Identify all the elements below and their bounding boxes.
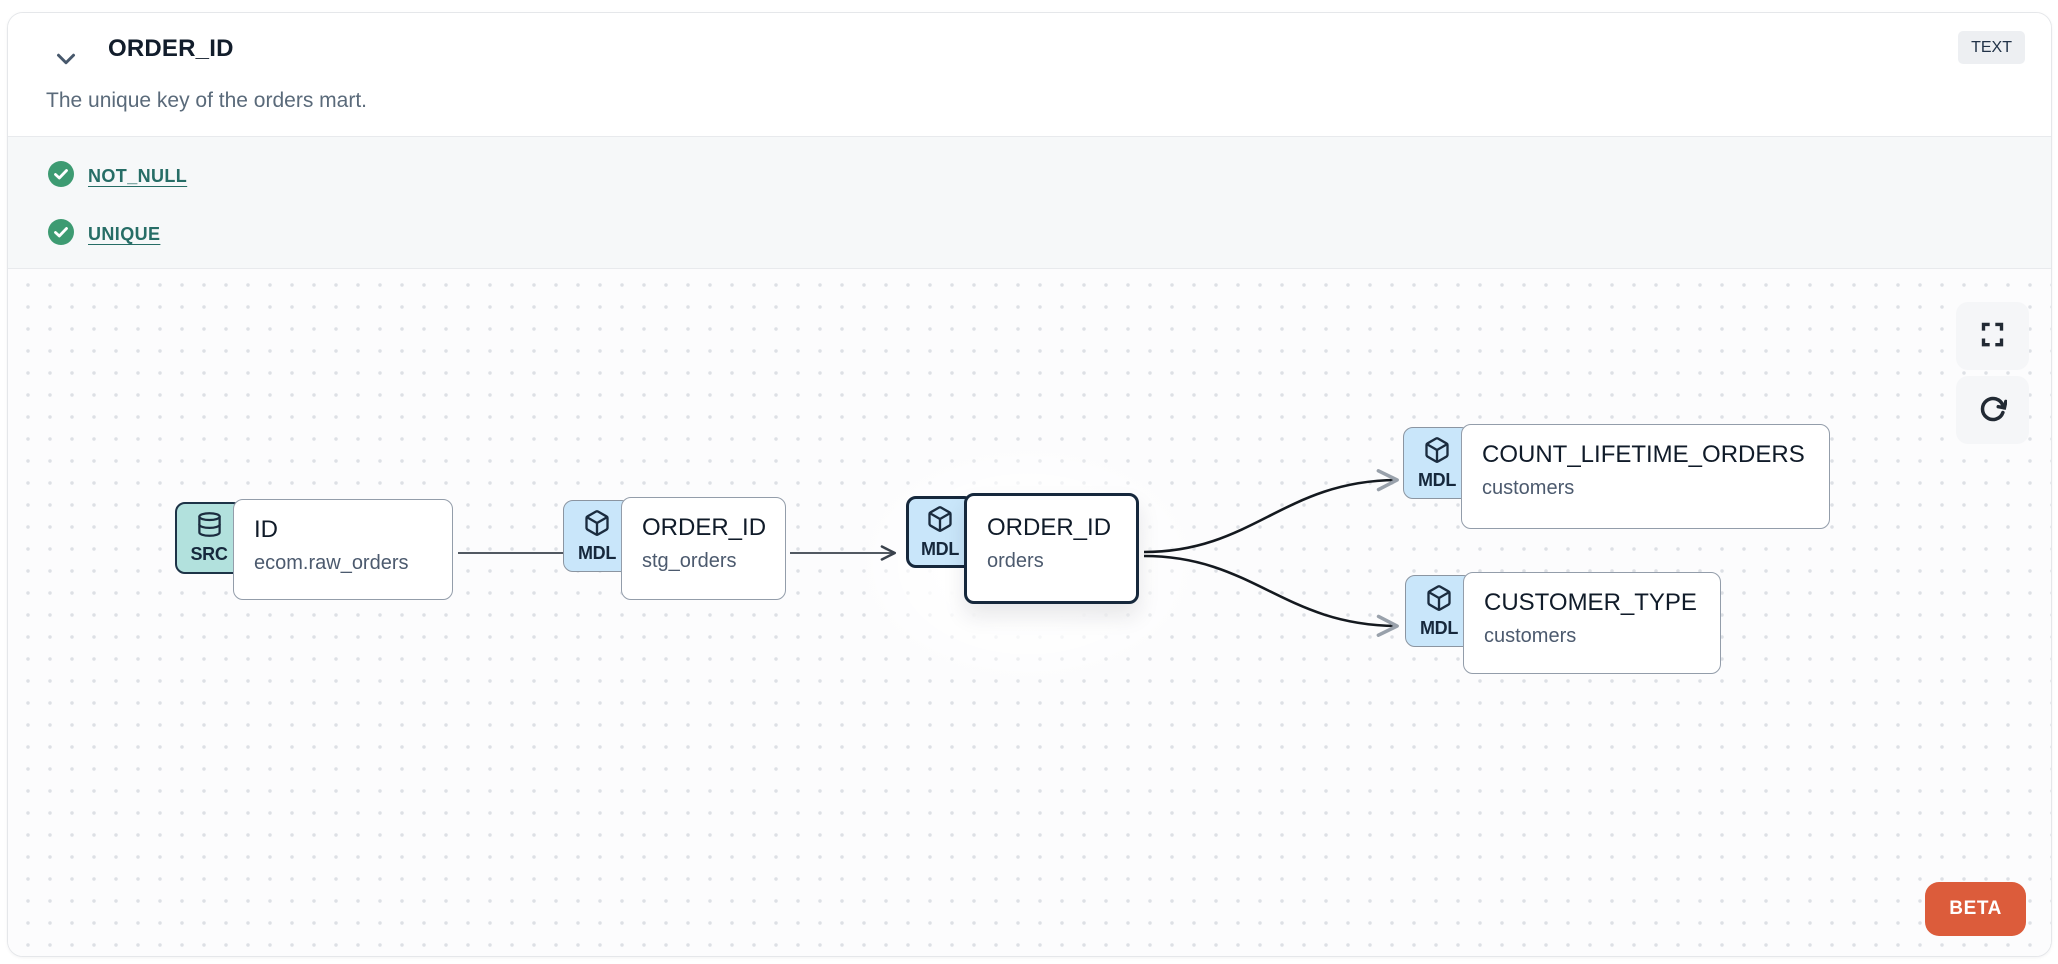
header: ORDER_ID TEXT The unique key of the orde… xyxy=(8,13,2051,136)
fullscreen-icon xyxy=(1979,321,2006,351)
lineage-edges xyxy=(458,469,1399,637)
cube-icon xyxy=(1423,436,1451,469)
check-circle-icon xyxy=(48,160,74,192)
node-subtitle: customers xyxy=(1482,477,1575,499)
test-row: NOT_NULL xyxy=(48,158,2051,194)
badge-label: MDL xyxy=(920,538,960,559)
node-subtitle: stg_orders xyxy=(642,550,737,572)
edge-orders-to-customer-type xyxy=(1143,554,1399,637)
cube-icon xyxy=(926,505,954,538)
beta-badge: BETA xyxy=(1925,882,2026,936)
canvas-controls xyxy=(1956,302,2029,444)
lineage-node-count-lifetime-orders[interactable]: MDL COUNT_LIFETIME_ORDERS customers xyxy=(1403,424,1830,529)
node-card: COUNT_LIFETIME_ORDERS customers xyxy=(1461,424,1830,529)
fullscreen-button[interactable] xyxy=(1956,302,2029,370)
node-title: CUSTOMER_TYPE xyxy=(1484,589,1697,616)
column-title: ORDER_ID xyxy=(108,35,234,62)
mdl-badge: MDL xyxy=(1403,427,1471,499)
node-title: COUNT_LIFETIME_ORDERS xyxy=(1482,441,1805,468)
edge-orders-to-count-lifetime-orders xyxy=(1143,469,1399,554)
test-link-not-null[interactable]: NOT_NULL xyxy=(88,165,188,186)
database-icon xyxy=(196,511,223,543)
lineage-canvas[interactable]: SRC ID ecom.raw_orders MDL ORDER_ID stg_… xyxy=(8,269,2051,956)
test-link-unique[interactable]: UNIQUE xyxy=(88,223,161,244)
collapse-chevron-down-icon[interactable] xyxy=(48,41,84,77)
badge-label: MDL xyxy=(1417,469,1457,490)
badge-label: MDL xyxy=(1419,617,1459,638)
node-subtitle: orders xyxy=(987,550,1044,572)
cube-icon xyxy=(1425,584,1453,617)
node-title: ORDER_ID xyxy=(987,514,1112,541)
badge-label: SRC xyxy=(190,544,228,564)
lineage-node-customer-type[interactable]: MDL CUSTOMER_TYPE customers xyxy=(1405,572,1721,674)
check-circle-icon xyxy=(48,218,74,250)
badge-label: MDL xyxy=(577,542,617,563)
tests-section: NOT_NULL UNIQUE xyxy=(8,136,2051,269)
lineage-node-stg-orders[interactable]: MDL ORDER_ID stg_orders xyxy=(563,497,786,600)
test-row: UNIQUE xyxy=(48,216,2051,252)
mdl-badge: MDL xyxy=(906,496,974,568)
src-badge: SRC xyxy=(175,502,243,574)
data-type-badge: TEXT xyxy=(1958,31,2025,64)
node-title: ORDER_ID xyxy=(642,514,767,541)
node-card: ID ecom.raw_orders xyxy=(233,499,453,600)
column-details-panel: ORDER_ID TEXT The unique key of the orde… xyxy=(7,12,2052,957)
lineage-node-orders-selected[interactable]: MDL ORDER_ID orders xyxy=(906,493,1139,604)
node-card: CUSTOMER_TYPE customers xyxy=(1463,572,1721,674)
node-card: ORDER_ID orders xyxy=(964,493,1139,604)
node-subtitle: customers xyxy=(1484,625,1577,647)
node-subtitle: ecom.raw_orders xyxy=(254,552,409,574)
column-description: The unique key of the orders mart. xyxy=(46,89,367,112)
refresh-icon xyxy=(1979,395,2008,426)
node-title: ID xyxy=(254,516,278,543)
lineage-node-source-id[interactable]: SRC ID ecom.raw_orders xyxy=(175,499,453,600)
refresh-button[interactable] xyxy=(1956,376,2029,444)
cube-icon xyxy=(583,509,611,542)
node-card: ORDER_ID stg_orders xyxy=(621,497,786,600)
